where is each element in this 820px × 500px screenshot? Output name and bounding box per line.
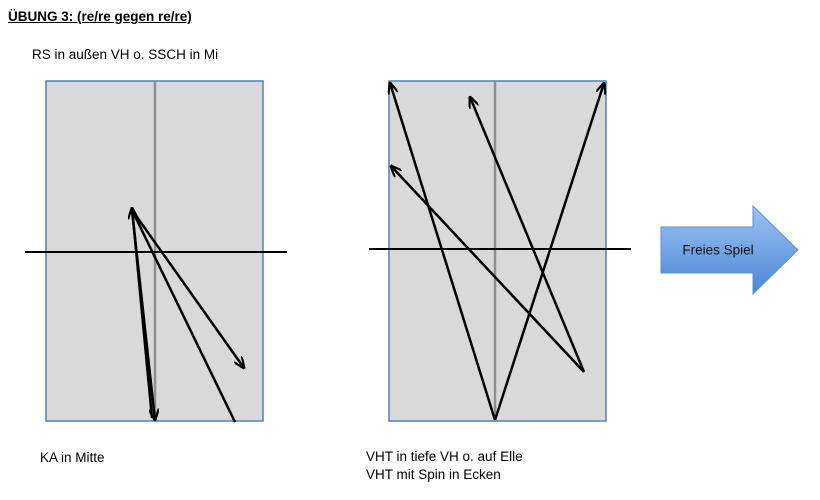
right-court-bottom-caption-2: VHT mit Spin in Ecken — [366, 467, 501, 482]
right-court — [369, 80, 631, 422]
path-arrow — [390, 83, 497, 421]
exercise-title: ÜBUNG 3: (re/re gegen re/re) — [8, 9, 192, 24]
left-court — [25, 80, 287, 423]
path-arrow — [130, 209, 244, 368]
left-court-bottom-caption: KA in Mitte — [40, 450, 105, 465]
left-court-top-caption: RS in außen VH o. SSCH in Mi — [32, 47, 219, 62]
next-step-label: Freies Spiel — [682, 243, 753, 258]
path-arrow — [470, 97, 586, 373]
right-court-surface — [388, 80, 607, 422]
path-arrow — [130, 209, 155, 420]
path-line — [130, 209, 237, 423]
next-step-arrow: Freies Spiel — [660, 204, 799, 296]
right-court-bottom-caption-1: VHT in tiefe VH o. auf Elle — [366, 449, 523, 464]
path-arrow — [391, 166, 585, 373]
left-court-ball-paths — [130, 208, 244, 423]
right-court-ball-paths — [390, 83, 604, 421]
path-arrow — [493, 83, 604, 421]
next-step-arrow-shape — [660, 204, 799, 296]
